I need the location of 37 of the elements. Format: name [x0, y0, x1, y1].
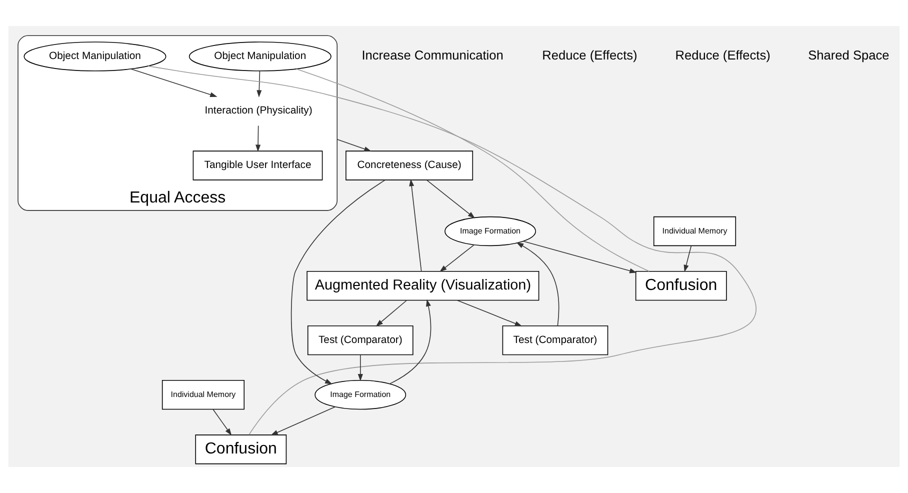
arrow [426, 180, 476, 218]
node-text: Interaction (Physicality) [204, 106, 312, 117]
arrow [358, 354, 363, 382]
node-ellipse: Image Formation [444, 216, 536, 246]
arrow [684, 246, 692, 272]
node-box: Concreteness (Cause) [346, 150, 474, 180]
arrow [290, 180, 386, 384]
arrow [516, 242, 560, 326]
arrow [456, 300, 522, 326]
arrow [376, 300, 407, 326]
arrow [256, 125, 261, 152]
arrow [336, 138, 372, 152]
node-box: Augmented Reality (Visualization) [306, 270, 540, 301]
node-ellipse: Image Formation [314, 380, 406, 410]
connector [148, 66, 756, 436]
arrow [522, 240, 637, 274]
arrow [409, 178, 422, 272]
arrow [270, 406, 336, 436]
label: Reduce (Effects) [675, 48, 770, 63]
node-box: Confusion [635, 270, 727, 301]
node-ellipse: Object Manipulation [24, 42, 166, 72]
arrow [256, 70, 262, 98]
node-box: Individual Memory [162, 380, 245, 410]
label: Shared Space [808, 48, 890, 63]
arrow [389, 299, 432, 384]
connector [296, 68, 650, 272]
arrow [130, 68, 218, 98]
label: Reduce (Effects) [542, 48, 638, 63]
node-ellipse: Object Manipulation [188, 42, 332, 72]
node-box: Individual Memory [653, 216, 736, 246]
node-box: Test (Comparator) [307, 325, 414, 356]
arrow [440, 244, 474, 272]
node-box: Test (Comparator) [502, 325, 608, 356]
label: Increase Communication [362, 48, 504, 63]
node-box: Tangible User Interface [192, 150, 323, 180]
arrow [212, 409, 232, 436]
node-box: Confusion [195, 434, 287, 464]
